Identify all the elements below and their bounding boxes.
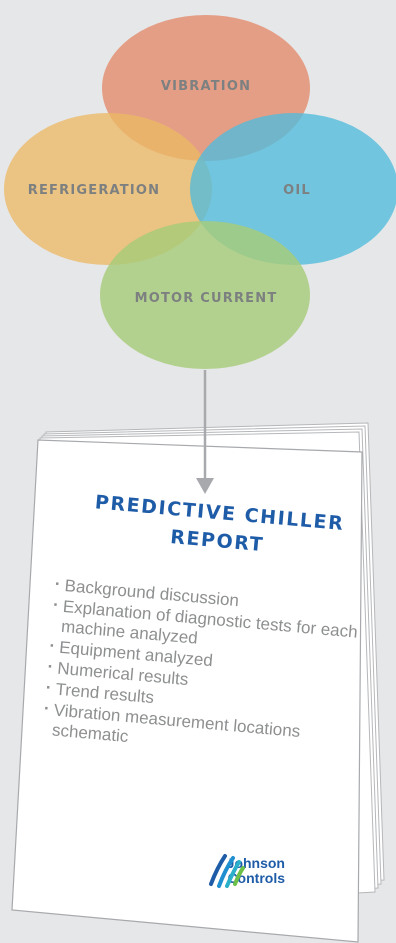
label-oil: OIL [283,183,311,198]
logo-wordmark: Johnson Controls [205,856,285,886]
label-vibration: VIBRATION [161,79,251,94]
arrow-head [196,478,214,494]
logo-line1: Johnson [226,855,285,871]
johnson-controls-logo: Johnson Controls [205,850,335,900]
logo-swoosh-icon [209,854,245,888]
report-title: PREDICTIVE CHILLER REPORT [67,486,371,568]
circle-refrigeration [4,113,212,265]
label-refrigeration: REFRIGERATION [28,183,160,198]
report-bullet-list: Background discussion Explanation of dia… [41,575,374,768]
circle-motor-current [100,221,310,369]
logo-line2: Controls [227,870,285,886]
venn-diagram: VIBRATION OIL REFRIGERATION MOTOR CURREN… [4,15,396,410]
label-motor-current: MOTOR CURRENT [135,291,278,306]
report-document: PREDICTIVE CHILLER REPORT Background dis… [0,410,396,943]
